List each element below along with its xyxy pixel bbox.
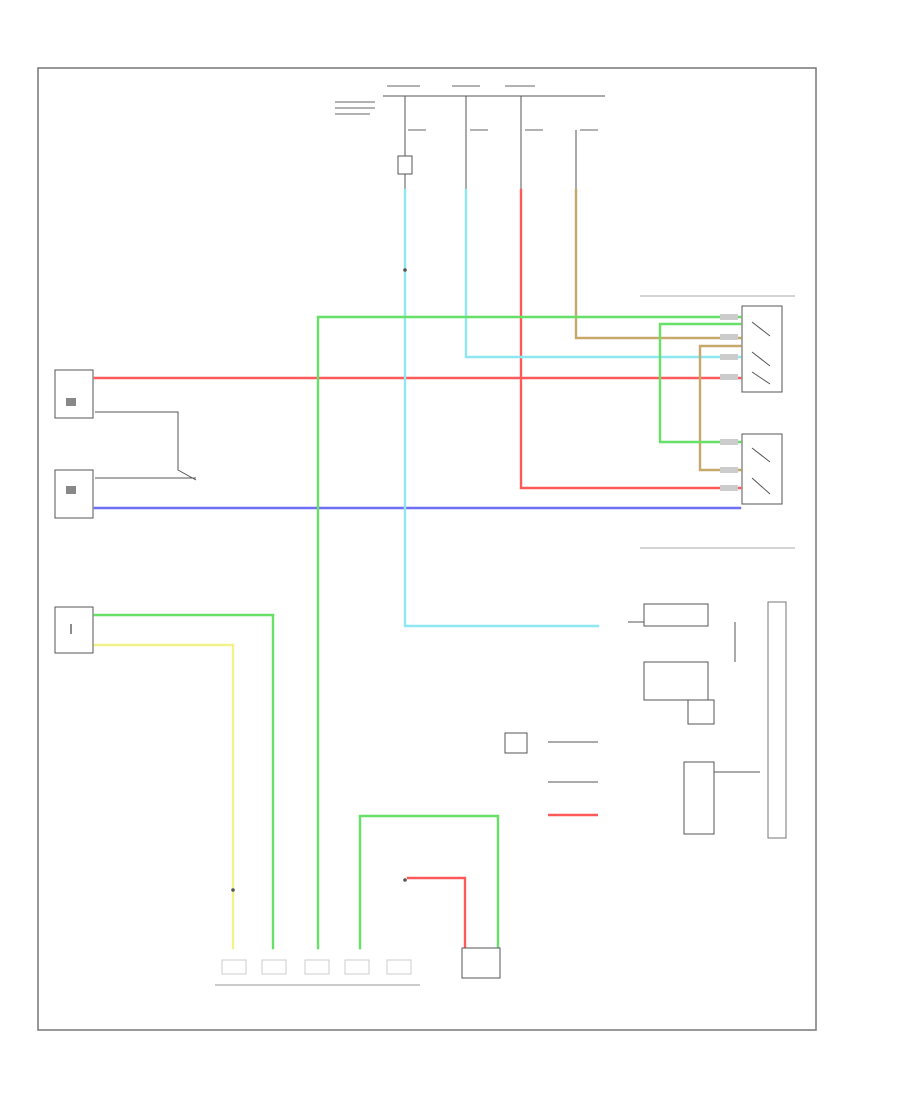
left-switch-lower (54, 469, 94, 519)
wire-cyan-long (403, 188, 600, 628)
wire-green-bottom (358, 814, 500, 950)
wire-green-sensor (93, 613, 275, 950)
wire-yellow-sensor (93, 643, 235, 950)
relay-lower (720, 433, 783, 505)
buzzer (504, 732, 528, 754)
top-fuse (397, 155, 413, 175)
fuse-bus (335, 85, 605, 190)
left-sensor (54, 606, 94, 654)
wire-red-bottom (406, 876, 467, 950)
left-switch-upper (54, 369, 94, 419)
wire-tan (574, 188, 742, 340)
wire-green-main (316, 315, 742, 950)
wire-green-relay (658, 322, 742, 444)
relay-upper (720, 305, 783, 393)
bottom-connectors (221, 959, 412, 975)
diagram-frame (37, 67, 817, 1031)
lower-switch (461, 947, 501, 979)
wire-tan-lower (698, 344, 742, 472)
wire-red-vertical (519, 188, 742, 490)
control-module (643, 601, 787, 839)
wire-cyan-upper (464, 188, 742, 359)
